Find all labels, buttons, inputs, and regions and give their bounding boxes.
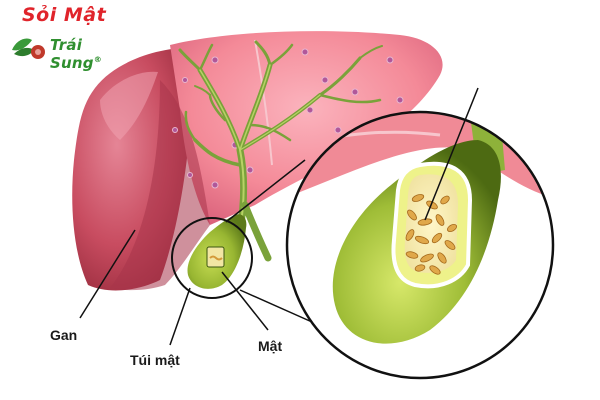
label-bile: Mật <box>258 338 282 354</box>
label-gallbladder: Túi mật <box>130 352 180 368</box>
logo-title: Sỏi Mật <box>22 4 106 26</box>
logo-subtitle: Trái Sung® <box>50 36 138 72</box>
logo-subtitle-text: Trái Sung <box>50 36 94 72</box>
registered-mark: ® <box>94 55 102 64</box>
pointer-gallbladder <box>170 288 190 345</box>
common-bile-duct <box>245 205 268 258</box>
label-liver: Gan <box>50 327 77 343</box>
brand-logo: Sỏi Mật Trái Sung® <box>8 4 138 64</box>
fig-leaf-icon <box>8 30 48 64</box>
